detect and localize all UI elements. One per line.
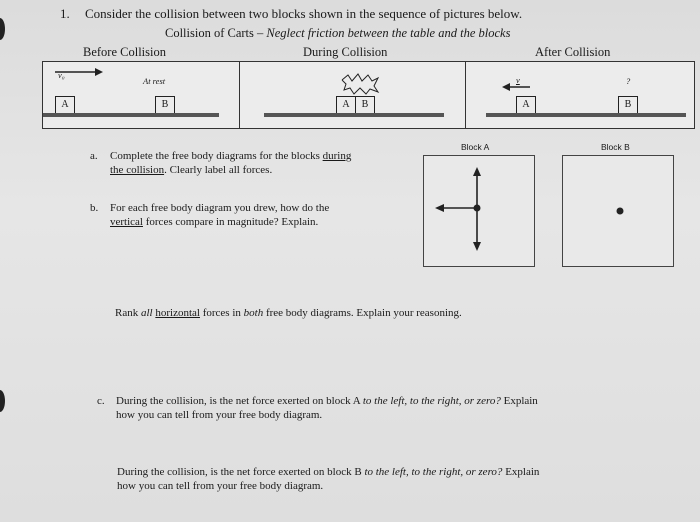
page-edge-mark — [0, 18, 5, 40]
part-b-letter: b. — [90, 202, 99, 214]
block-b-before: B — [155, 96, 175, 114]
part-d-line1-pre: During the collision, is the net force e… — [117, 466, 365, 478]
before-heading: Before Collision — [83, 45, 166, 59]
subtitle-italic: Neglect friction between the table and t… — [266, 26, 511, 40]
during-heading: During Collision — [303, 45, 388, 59]
part-c-letter: c. — [97, 395, 105, 407]
block-b-dot — [616, 207, 624, 215]
part-a-letter: a. — [90, 150, 98, 162]
part-a-line2: . Clearly label all forces. — [164, 164, 273, 176]
part-c-line1-post: Explain — [500, 395, 538, 407]
rank-pre: Rank — [115, 307, 141, 319]
part-c-line1-pre: During the collision, is the net force e… — [116, 395, 363, 407]
table-surface — [486, 113, 686, 117]
after-collision-panel: v ? A B — [465, 61, 695, 129]
before-collision-panel: v₀ At rest A B — [42, 61, 241, 129]
part-c-options: to the left, to the right, or zero? — [362, 395, 501, 407]
table-surface — [264, 113, 444, 117]
block-b-fbd-box[interactable] — [562, 155, 674, 267]
part-d-text: During the collision, is the net force e… — [117, 465, 637, 493]
part-c-line2: how you can tell from your free body dia… — [116, 409, 323, 421]
part-d-line2: how you can tell from your free body dia… — [117, 480, 324, 492]
part-b-line2: forces compare in magnitude? Explain. — [142, 216, 319, 228]
before-velocity-label: v₀ — [58, 70, 65, 80]
velocity-arrow-right — [55, 68, 103, 76]
after-velocity-label: v — [516, 75, 520, 85]
rank-post: free body diagrams. Explain your reasoni… — [263, 307, 462, 319]
part-b-text: For each free body diagram you drew, how… — [110, 201, 420, 229]
block-b-during: B — [355, 96, 375, 114]
block-a-after: A — [516, 96, 536, 114]
part-a-during: during — [322, 150, 352, 162]
part-b-line1: For each free body diagram you drew, how… — [110, 202, 330, 214]
part-b-vertical: vertical — [110, 216, 143, 228]
part-d-options: to the left, to the right, or zero? — [364, 466, 503, 478]
question-intro: Consider the collision between two block… — [85, 6, 523, 21]
velocity-arrow-left — [502, 83, 530, 91]
block-b-fbd-label: Block B — [601, 142, 630, 152]
subtitle-main: Collision of Carts – — [165, 26, 267, 40]
during-collision-panel: A B — [239, 61, 467, 129]
block-a-before: A — [55, 96, 75, 114]
part-a-collision: the collision — [110, 164, 165, 176]
block-a-during: A — [336, 96, 356, 114]
question-number: 1. — [60, 6, 70, 21]
part-d-line1-post: Explain — [502, 466, 540, 478]
page-edge-mark — [0, 390, 5, 412]
block-b-after: B — [618, 96, 638, 114]
impact-burst-icon — [341, 73, 380, 95]
part-a-text: Complete the free body diagrams for the … — [110, 149, 420, 177]
unknown-velocity-mark: ? — [626, 76, 631, 86]
block-a-force-arrows — [435, 167, 481, 251]
after-heading: After Collision — [535, 45, 611, 59]
block-a-fbd-box[interactable] — [423, 155, 535, 267]
rank-both: both — [243, 307, 264, 319]
rank-question: Rank all horizontal forces in both free … — [115, 306, 555, 320]
rank-mid: forces in — [199, 307, 244, 319]
table-surface — [43, 113, 219, 117]
part-a-line1: Complete the free body diagrams for the … — [110, 150, 323, 162]
part-c-text: During the collision, is the net force e… — [116, 394, 636, 422]
subtitle: Collision of Carts – Neglect friction be… — [165, 26, 510, 41]
rank-horizontal: horizontal — [155, 307, 200, 319]
block-a-fbd-label: Block A — [461, 142, 490, 152]
rank-all: all — [140, 307, 153, 319]
at-rest-label: At rest — [143, 76, 166, 86]
